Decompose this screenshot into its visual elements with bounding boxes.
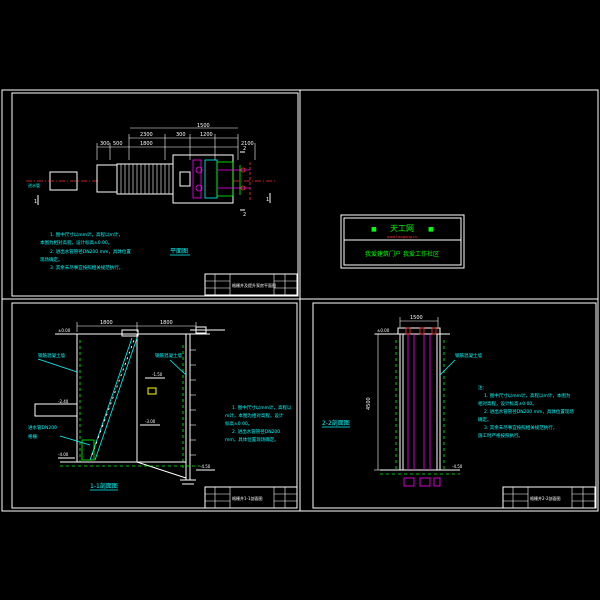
plan-dim-text: 2100 — [241, 141, 254, 147]
section-2-note-5: 3. 其余未尽事宜按照相关规范执行， — [484, 424, 557, 431]
section-1-note-4: 2. 进出水管管径DN200 — [232, 428, 280, 435]
section-2-elev-top: ±0.00 — [377, 328, 390, 333]
section-2-note-3: 2. 进出水管管径DN200 mm，具体位置现场 — [484, 408, 574, 415]
svg-text:2: 2 — [243, 212, 246, 218]
plan-note-4: 现场确定。 — [40, 256, 63, 263]
plan-grating-bars — [120, 164, 170, 194]
section-1-elev-pump-bottom: -4.50 — [200, 464, 211, 469]
section-1-label-grating: 格栅 — [28, 433, 37, 440]
section-2-label-wall: 钢筋混凝土墙 — [455, 352, 482, 359]
svg-text:2: 2 — [243, 146, 246, 152]
section-1-label-wall-right: 钢筋混凝土墙 — [155, 352, 182, 359]
plan-view-title: 平面图 — [170, 248, 188, 255]
section-1-elev-bottom: -4.00 — [58, 452, 69, 457]
plan-dim-text: 1500 — [197, 123, 210, 129]
section-1-pump — [147, 387, 157, 395]
plan-view-frame — [11, 92, 299, 297]
section-1-elev-inlet: -2.40 — [58, 399, 69, 404]
plan-channel-inlet — [96, 164, 118, 193]
plan-note-1: 1. 图中尺寸以mm计，高程以m计， — [50, 231, 123, 238]
svg-text:1: 1 — [34, 199, 37, 205]
plan-note-2: 本图为相对高程，设计标高±0.00。 — [40, 239, 112, 246]
section-1-note-5: mm，具体位置现场确定。 — [225, 436, 279, 443]
plan-inlet-label: 进水管 — [28, 182, 40, 188]
section-2-pump-2 — [419, 477, 431, 487]
section-1-note-3: 标高±0.00。 — [225, 420, 252, 427]
section-1-elev-top: ±0.00 — [58, 328, 71, 333]
section-1-dim: 1800 — [100, 320, 113, 326]
plan-dim-text: 300 — [100, 141, 110, 147]
plan-dim-text: 300 — [176, 132, 186, 138]
plan-valve-box — [216, 161, 234, 197]
section-1-title-block-text: 格栅井1-1剖面图 — [232, 495, 263, 501]
section-1-title-block: 格栅井1-1剖面图 — [204, 486, 298, 509]
section-2-frame — [312, 302, 597, 509]
plan-view-panel: 2300 300 1500 300 500 1800 1200 2100 进水管 — [11, 92, 299, 297]
plan-note-3: 2. 进出水管管径DN200 mm，具体位置 — [50, 248, 131, 255]
section-2-note-4: 确定。 — [478, 416, 492, 423]
svg-text:■: ■ — [371, 226, 377, 233]
section-1-label-wall-left: 钢筋混凝土墙 — [38, 352, 65, 359]
logo-slogan: 我爱建筑门户 我爱工作社区 — [365, 250, 439, 258]
section-1-ladder — [190, 349, 196, 456]
plan-pump-2 — [204, 159, 218, 199]
section-2-title: 2-2剖面图 — [322, 419, 350, 427]
section-1-frame — [11, 302, 298, 509]
section-2-note-1: 1. 图中尺寸以mm计，高程以m计，本图为 — [484, 392, 571, 399]
section-1-elev-mid: -1.50 — [152, 372, 163, 377]
logo-subtitle: www.tiangong.cn — [387, 235, 417, 239]
section-1-panel: 1800 1800 ±0.00 -2.40 -1.5 — [11, 302, 298, 509]
plan-dim-text: 1800 — [140, 141, 153, 147]
section-1-grating-base — [81, 439, 95, 461]
plan-dim-text: 1200 — [200, 132, 213, 138]
section-2-elev-bottom: -4.50 — [452, 464, 463, 469]
section-1-dim: 1800 — [160, 320, 173, 326]
plan-note-5: 3. 其余未尽事宜按照相关规范执行。 — [50, 264, 123, 271]
section-2-note-2: 相对高程，设计标高±0.00。 — [478, 400, 537, 407]
svg-text:1: 1 — [266, 197, 269, 203]
section-1-inlet-pipe — [34, 403, 78, 417]
section-1-elev-lower: -3.00 — [145, 419, 156, 424]
section-2-title-block-text: 格栅井2-2剖面图 — [530, 495, 561, 501]
section-1-title: 1-1剖面图 — [90, 482, 118, 490]
logo-name: 天工网 — [390, 224, 414, 233]
section-1-note-1: 1. 图中尺寸以mm计，高程以 — [232, 404, 292, 411]
section-1-grating — [89, 337, 133, 461]
section-2-panel: 1500 ±0.00 4500 -4.50 钢筋混凝土墙 — [312, 302, 597, 509]
section-1-note-2: m计，本图为相对高程，设计 — [225, 412, 284, 419]
section-1-label-inlet: 进水管DN200 — [28, 424, 57, 431]
plan-title-block: 格栅井及提升泵房平面图 — [204, 273, 298, 296]
plan-dim-text: 500 — [113, 141, 123, 147]
section-2-note-6: 施工时严格按照执行。 — [478, 432, 523, 439]
svg-text:■: ■ — [428, 226, 434, 233]
plan-title-block-text: 格栅井及提升泵房平面图 — [232, 282, 276, 288]
section-2-note-0: 注： — [478, 384, 487, 391]
section-2-dim-height: 4500 — [366, 397, 372, 410]
logo-box: 天工网 ■ ■ www.tiangong.cn 我爱建筑门户 我爱工作社区 — [340, 214, 465, 269]
section-2-title-block: 格栅井2-2剖面图 — [502, 486, 596, 509]
plan-pump-1 — [192, 159, 202, 199]
section-2-dim-width: 1500 — [410, 315, 423, 321]
section-2-pump-1 — [403, 477, 415, 487]
plan-dim-text: 2300 — [140, 132, 153, 138]
